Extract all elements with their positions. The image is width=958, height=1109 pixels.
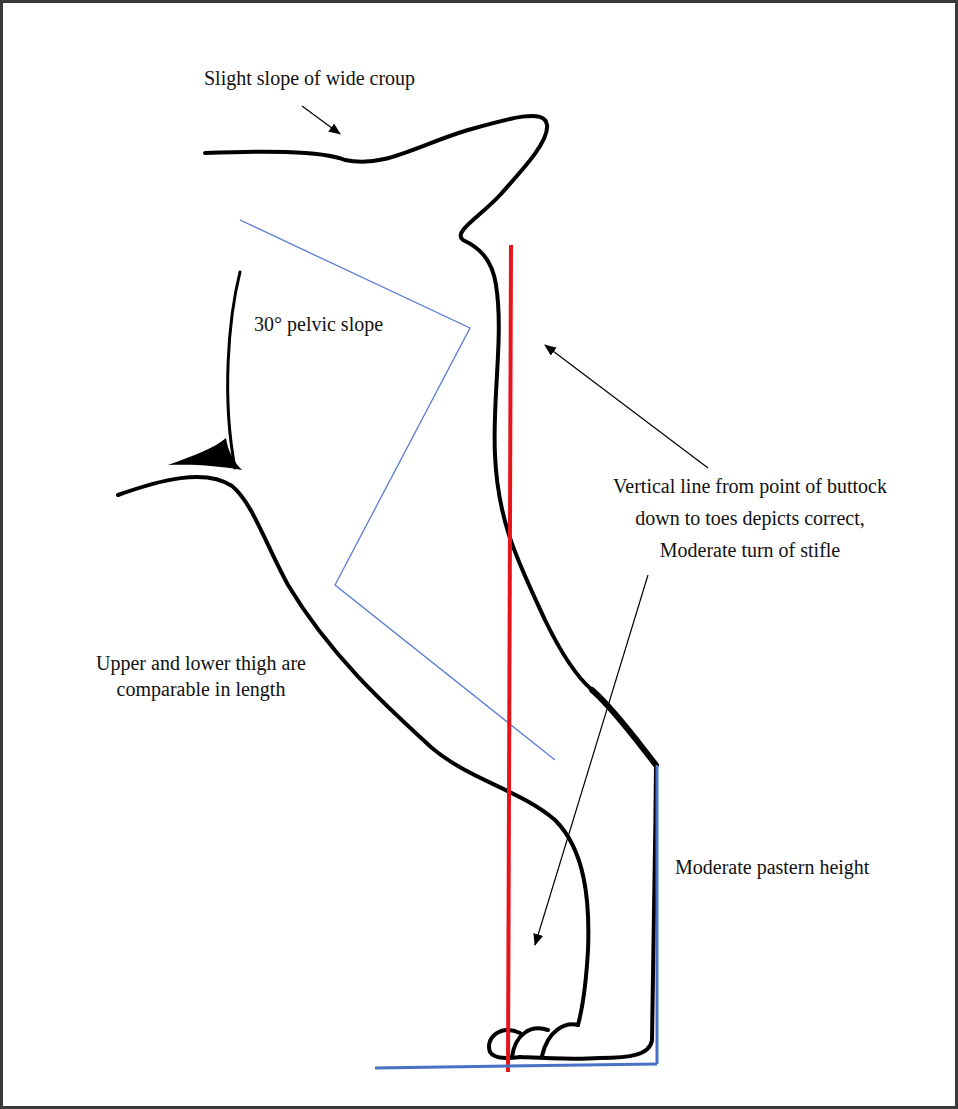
- pastern-height-line: [656, 765, 659, 1064]
- leader-arrow: [545, 345, 708, 468]
- croup-outline: [205, 116, 592, 690]
- note-label: Slight slope of wide croup: [204, 66, 415, 90]
- toe: [489, 1030, 520, 1058]
- note-label: Upper and lower thigh are comparable in …: [94, 650, 308, 702]
- vertical-reference-line: [508, 245, 511, 1072]
- front-of-leg: [118, 477, 588, 1025]
- leader-arrow: [535, 575, 648, 945]
- ground-line: [375, 1064, 657, 1068]
- angle-label: 30° pelvic slope: [254, 312, 383, 336]
- leader-arrow: [302, 106, 340, 134]
- note-label: Moderate pastern height: [675, 855, 869, 879]
- note-label: Vertical line from point of buttock down…: [603, 470, 897, 566]
- stifle-mark: [168, 438, 242, 470]
- stifle-crease: [228, 272, 240, 468]
